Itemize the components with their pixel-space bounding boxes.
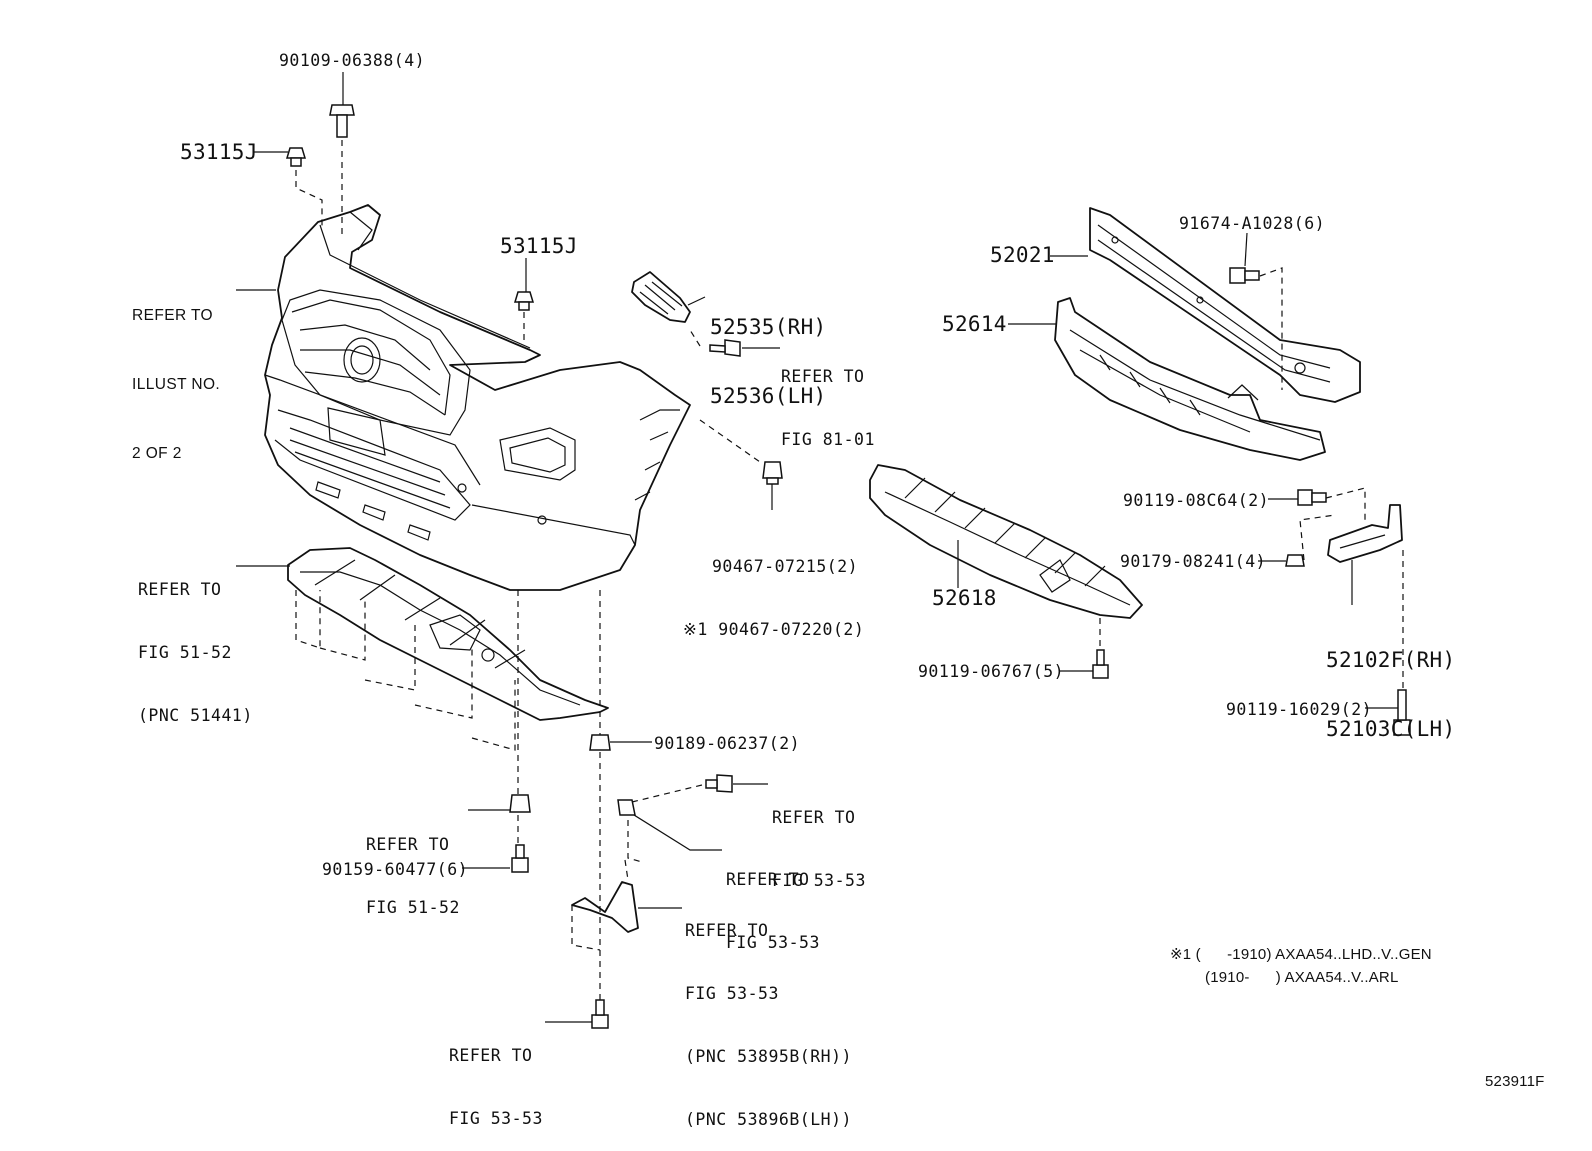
callout-line: FIG 51-52	[138, 643, 232, 662]
parts-diagram	[236, 72, 1411, 1029]
grille-part-52535	[631, 271, 691, 323]
callout-53115J-upper: 53115J	[180, 140, 258, 164]
callout-line: FIG 51-52	[366, 898, 460, 917]
callout-line: (PNC 51441)	[138, 706, 253, 725]
callout-line: 52536(LH)	[710, 384, 827, 408]
callout-line: FIG 53-53	[726, 933, 820, 952]
undercover-52618	[869, 464, 1143, 619]
callout-line: REFER TO	[449, 1046, 533, 1065]
callout-line: REFER TO	[726, 870, 810, 889]
callout-52614: 52614	[942, 312, 1007, 336]
callout-line: REFER TO	[772, 808, 856, 827]
callout-line: 90467-07215(2)	[712, 557, 859, 576]
callout-90119-16029: 90119-16029(2)	[1226, 700, 1373, 719]
callout-line: 52103C(LH)	[1326, 717, 1456, 741]
callout-line: (PNC 53896B(LH))	[685, 1110, 852, 1129]
callout-refer-fig-51-52-pnc: REFER TO FIG 51-52 (PNC 51441)	[138, 537, 253, 747]
callout-52021: 52021	[990, 243, 1055, 267]
callout-91674-A1028: 91674-A1028(6)	[1179, 214, 1326, 233]
callout-90179-08241: 90179-08241(4)	[1120, 552, 1267, 571]
callout-52618: 52618	[932, 586, 997, 610]
callout-refer-illust: REFER TO ILLUST NO. 2 OF 2	[132, 258, 220, 488]
callout-line: REFER TO	[685, 921, 769, 940]
bumper-cover	[264, 204, 691, 591]
bracket-52102F	[1327, 504, 1403, 563]
callout-refer-fig-53-53-c: REFER TO FIG 53-53	[449, 1003, 543, 1150]
illustration-id: 523911F	[1485, 1073, 1545, 1090]
leader-lines	[236, 72, 1398, 1023]
callout-90189-06237: 90189-06237(2)	[654, 734, 801, 753]
callout-line: ILLUST NO.	[132, 376, 221, 393]
callout-refer-fig-53-53-pnc: REFER TO FIG 53-53 (PNC 53895B(RH)) (PNC…	[685, 878, 852, 1151]
callout-line: 52102F(RH)	[1326, 648, 1456, 672]
footnote-line-2: (1910- ) AXAA54..V..ARL	[1205, 969, 1399, 986]
callout-line: REFER TO	[781, 367, 865, 386]
callout-53115J-mid: 53115J	[500, 234, 578, 258]
callout-line: REFER TO	[138, 580, 222, 599]
callout-refer-fig-53-53-b: REFER TO FIG 53-53	[726, 827, 820, 974]
callout-refer-fig-81-01: REFER TO FIG 81-01	[781, 324, 875, 471]
callout-line: FIG 53-53	[449, 1109, 543, 1128]
callout-90109-06388: 90109-06388(4)	[279, 51, 426, 70]
callout-line: FIG 81-01	[781, 430, 875, 449]
callout-line: ※1 90467-07220(2)	[683, 620, 865, 639]
callout-90467: 90467-07215(2) ※1 90467-07220(2)	[683, 514, 864, 661]
callout-line: (PNC 53895B(RH))	[685, 1047, 852, 1066]
callout-52102F: 52102F(RH) 52103C(LH)	[1326, 603, 1455, 764]
footnote-line-1: ※1 ( -1910) AXAA54..LHD..V..GEN	[1170, 946, 1432, 963]
absorber-52614	[1054, 297, 1326, 461]
assembly-lines	[295, 140, 1404, 1000]
callout-90119-08C64: 90119-08C64(2)	[1123, 491, 1270, 510]
callout-line: 52535(RH)	[710, 315, 827, 339]
liner-bracket-53895B	[571, 881, 639, 933]
callout-line: FIG 53-53	[772, 871, 866, 890]
callout-line: REFER TO	[132, 307, 214, 324]
callout-line: 2 OF 2	[132, 445, 182, 462]
callout-90119-06767: 90119-06767(5)	[918, 662, 1065, 681]
callout-refer-fig-53-53-a: REFER TO FIG 53-53	[772, 765, 866, 912]
callout-52535: 52535(RH) 52536(LH)	[710, 270, 827, 431]
lower-spoiler	[287, 547, 609, 721]
callout-line: REFER TO	[366, 835, 450, 854]
callout-line: FIG 53-53	[685, 984, 779, 1003]
callout-90159-60477: 90159-60477(6)	[322, 860, 469, 879]
callout-refer-fig-51-52: REFER TO FIG 51-52	[366, 792, 460, 939]
reinforcement-52021	[1089, 207, 1361, 403]
